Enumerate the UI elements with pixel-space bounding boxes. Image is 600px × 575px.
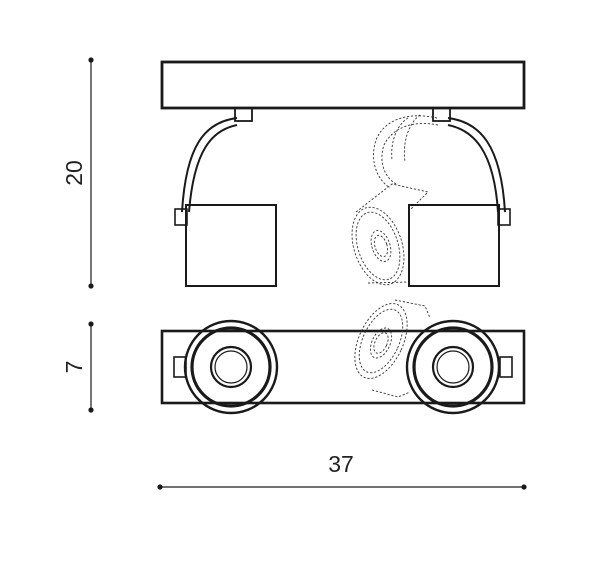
dimension-width-label: 37 [328,451,354,477]
dimension-depth-label: 7 [61,361,87,374]
left-spotlight-body [185,204,277,287]
dimension-width: 37 [157,451,527,490]
left-arm [174,117,238,226]
top-base-bar [160,329,526,405]
right-lens [405,319,501,415]
right-spotlight-body [408,204,500,287]
base-plate [160,60,526,110]
dimension-height-label: 20 [61,160,87,186]
right-tab [499,356,513,378]
left-mount [234,107,253,122]
dimension-depth: 7 [61,321,94,413]
top-view [160,299,526,415]
front-view [160,60,526,287]
right-mount [432,107,451,122]
left-lens [183,319,279,415]
tilted-spotlight-outline [351,114,439,286]
dimension-height: 20 [61,57,94,289]
right-arm [447,117,511,226]
tilted-spotlight-top-outline [354,299,431,398]
